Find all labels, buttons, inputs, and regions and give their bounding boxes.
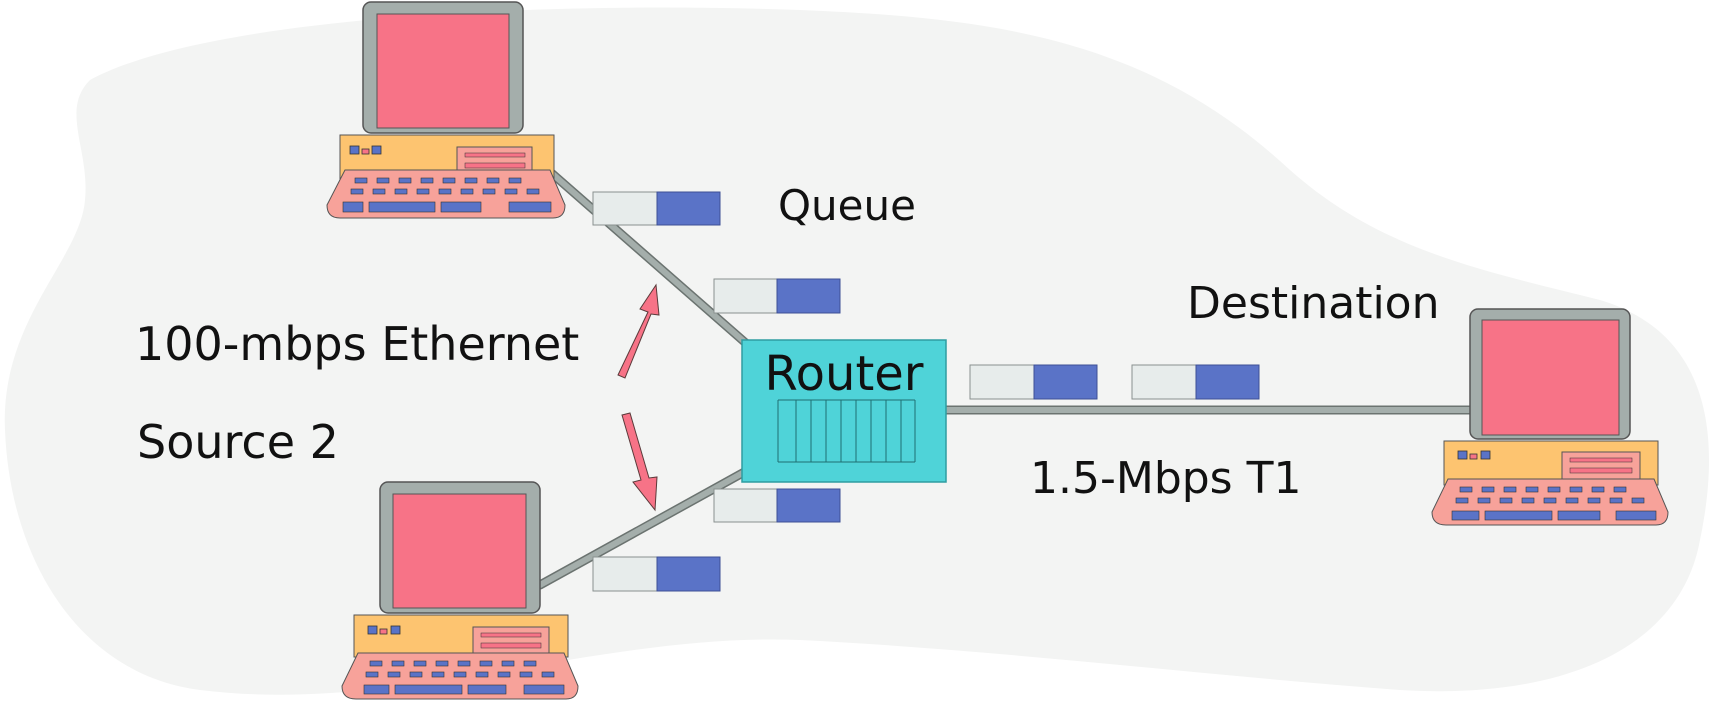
packet	[713, 488, 841, 523]
ethernet-label: 100-mbps Ethernet	[135, 317, 579, 371]
destination-label: Destination	[1187, 278, 1439, 329]
packet	[1131, 364, 1260, 400]
monitor-screen	[1481, 319, 1620, 436]
router-box	[741, 339, 947, 483]
arrow-up	[617, 283, 660, 379]
floppy-drive	[472, 626, 550, 656]
router-label: Router	[764, 346, 923, 402]
queue-label: Queue	[778, 181, 916, 230]
source-2-label: Source 2	[137, 415, 339, 469]
packets	[592, 191, 1260, 592]
computer-destination	[1431, 308, 1669, 526]
router: Router	[741, 339, 947, 483]
packet	[592, 191, 721, 226]
computer-source-1	[326, 1, 566, 219]
arrows	[617, 283, 660, 512]
monitor-screen	[392, 493, 527, 609]
packet	[592, 556, 721, 592]
packet	[713, 278, 841, 314]
packet	[969, 364, 1098, 400]
keys	[1451, 486, 1657, 521]
keys	[342, 177, 552, 213]
router-buffer	[777, 399, 916, 463]
floppy-drive	[1561, 451, 1641, 481]
monitor-screen	[376, 13, 510, 129]
keys	[363, 660, 565, 695]
arrow-down	[621, 412, 658, 512]
computer-source-2	[341, 481, 579, 700]
cables	[535, 165, 1475, 590]
t1-label: 1.5-Mbps T1	[1030, 453, 1301, 504]
